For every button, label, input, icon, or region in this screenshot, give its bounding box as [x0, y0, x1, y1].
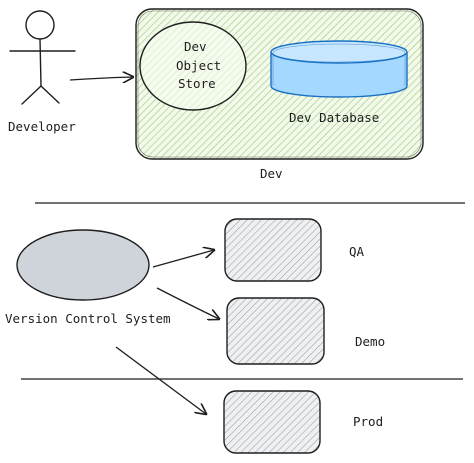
actor-head [25, 10, 55, 40]
prod-label: Prod [353, 414, 383, 429]
developer-actor [9, 10, 76, 105]
prod-environment-box [223, 390, 321, 454]
dev-environment-label: Dev [260, 166, 283, 181]
qa-label: QA [349, 244, 365, 259]
object-store-line-2: Object [176, 58, 221, 73]
object-store-line-1: Dev [184, 39, 207, 54]
actor-body [39, 38, 42, 87]
database-top [270, 40, 408, 64]
arrow-vcs-to-demo [156, 287, 219, 319]
version-control-label: Version Control System [5, 311, 171, 326]
actor-left-leg [21, 85, 42, 105]
database-body [270, 52, 408, 98]
demo-environment-box [226, 297, 325, 365]
developer-label: Developer [8, 119, 76, 134]
version-control-ellipse [16, 229, 150, 301]
arrow-vcs-to-prod [115, 346, 206, 414]
object-store-line-3: Store [178, 76, 216, 91]
demo-label: Demo [355, 334, 385, 349]
dev-database-label: Dev Database [289, 110, 379, 125]
arrow-vcs-to-qa [152, 250, 214, 268]
actor-right-leg [40, 85, 60, 104]
dev-database-cylinder [270, 40, 408, 98]
qa-environment-box [224, 218, 322, 282]
arrow-developer-to-dev [69, 77, 133, 80]
dev-object-store [139, 21, 247, 111]
